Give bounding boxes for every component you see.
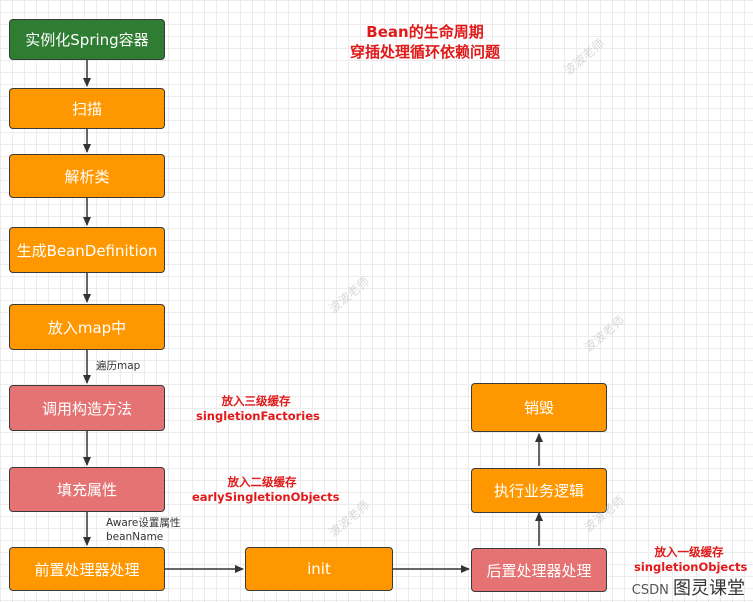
note-second-cache: 放入二级缓存 earlySingletionObjects [192, 475, 340, 505]
node-scan: 扫描 [9, 88, 165, 129]
footer: CSDN 图灵课堂 [632, 574, 745, 600]
node-post-processor: 后置处理器处理 [471, 548, 607, 592]
label-aware-line-1: Aware设置属性 [106, 517, 181, 529]
note-second-cache-line-1: 放入二级缓存 [227, 475, 297, 489]
note-third-cache-line-1: 放入三级缓存 [221, 394, 291, 408]
node-generate-beandefinition: 生成BeanDefinition [9, 227, 165, 273]
footer-source: CSDN [631, 583, 669, 598]
note-second-cache-line-2: earlySingletionObjects [192, 490, 340, 504]
title-line-1: Bean的生命周期 [366, 23, 484, 41]
node-instantiate: 实例化Spring容器 [9, 19, 165, 60]
node-populate: 填充属性 [9, 467, 165, 512]
label-traverse-map: 遍历map [96, 360, 141, 372]
note-first-cache-line-1: 放入一级缓存 [654, 545, 724, 559]
note-first-cache: 放入一级缓存 singletionObjects [634, 545, 748, 575]
label-aware-line-2: beanName [106, 531, 164, 543]
note-third-cache: 放入三级缓存 singletionFactories [196, 394, 320, 424]
note-third-cache-line-2: singletionFactories [196, 409, 320, 423]
node-put-map: 放入map中 [9, 304, 165, 350]
node-destroy: 销毁 [471, 383, 607, 432]
diagram-title: Bean的生命周期 穿插处理循环依赖问题 [320, 22, 530, 62]
node-init: init [245, 547, 393, 591]
footer-brand: 图灵课堂 [673, 578, 745, 599]
node-business-logic: 执行业务逻辑 [471, 468, 607, 513]
node-parse: 解析类 [9, 154, 165, 198]
node-constructor: 调用构造方法 [9, 385, 165, 431]
label-aware: Aware设置属性 beanName [106, 516, 180, 544]
note-first-cache-line-2: singletionObjects [634, 560, 748, 574]
node-pre-processor: 前置处理器处理 [9, 547, 165, 591]
title-line-2: 穿插处理循环依赖问题 [349, 43, 500, 61]
